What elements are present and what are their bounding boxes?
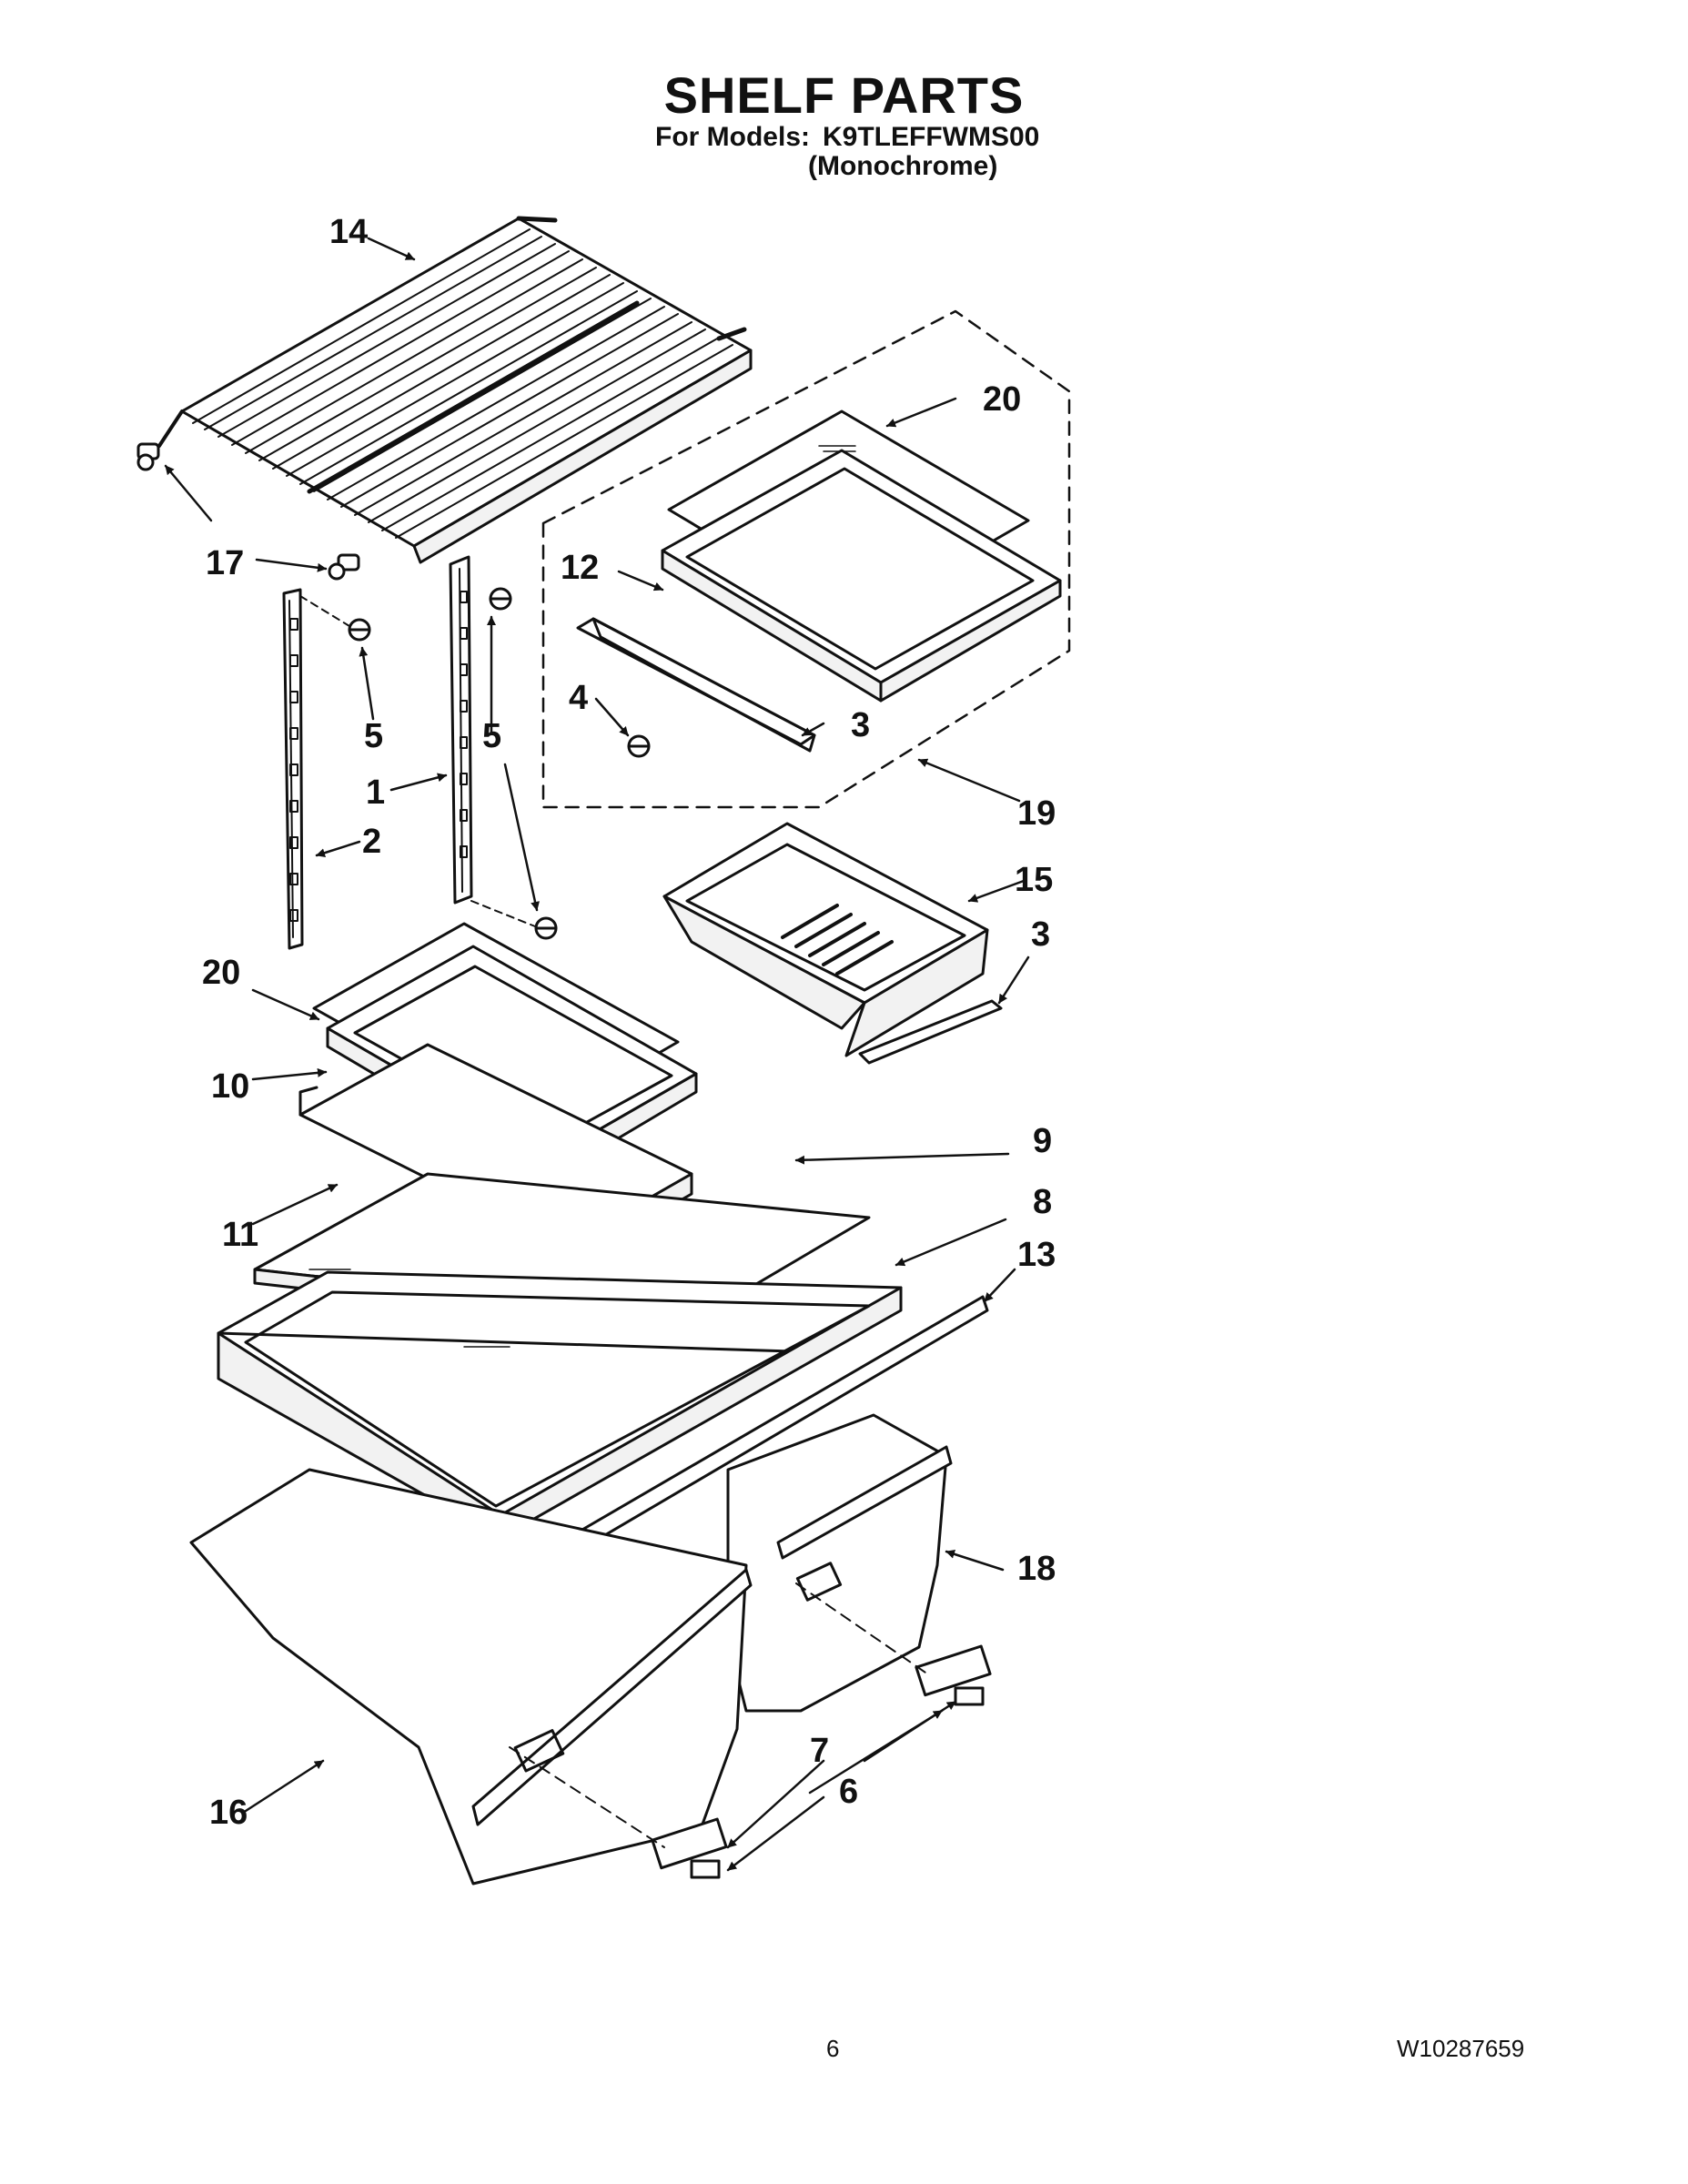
part-16-crisper-left (189, 1468, 753, 1886)
callout-12: 12 (561, 549, 600, 587)
callout-19: 19 (1017, 794, 1056, 833)
part-2-shelf-ladder (282, 588, 304, 950)
callout-2: 2 (362, 823, 382, 861)
callout-11: 11 (222, 1216, 259, 1254)
callout-13: 13 (1017, 1236, 1056, 1274)
part-1-shelf-ladder (449, 555, 473, 905)
callout-4: 4 (569, 679, 589, 717)
document-number: W10287659 (1397, 2035, 1525, 2062)
page-number: 6 (826, 2035, 840, 2062)
model-info: For Models: K9TLEFFWMS00 (Monochrome) (655, 122, 1039, 182)
callout-18: 18 (1017, 1550, 1056, 1588)
part-7-clip (651, 1644, 992, 1870)
part-8-crisper-cover (217, 1270, 903, 1540)
callout-20-lower: 20 (202, 954, 241, 992)
callout-5-left: 5 (364, 717, 384, 755)
guide-line (509, 1746, 665, 1848)
leader-arrows (164, 237, 1030, 1872)
model-number: K9TLEFFWMS00 (823, 122, 1040, 152)
part-6-clip (690, 1686, 985, 1879)
callout-5-right: 5 (482, 717, 502, 755)
callout-16: 16 (209, 1794, 248, 1832)
callout-9: 9 (1033, 1122, 1053, 1160)
callout-8: 8 (1033, 1183, 1053, 1221)
callout-14: 14 (329, 213, 369, 251)
callout-10: 10 (211, 1067, 250, 1106)
model-variant: (Monochrome) (808, 151, 998, 181)
guide-line (795, 1582, 929, 1675)
part-15-meat-pan (662, 822, 989, 1057)
page-title: SHELF PARTS (663, 66, 1025, 124)
part-4-screw (627, 734, 651, 758)
models-label: For Models: (655, 122, 810, 152)
callout-3-upper: 3 (851, 706, 871, 744)
part-17-end-cap (136, 442, 360, 581)
part-12-cover-frame (661, 449, 1062, 703)
callout-17: 17 (206, 544, 245, 582)
part-3-rail-upper (576, 617, 816, 753)
part-19-assembly-boundary (541, 309, 1071, 809)
part-14-wire-shelf (157, 216, 753, 564)
callout-1: 1 (366, 774, 386, 812)
callout-3-lower: 3 (1031, 915, 1051, 954)
part-18-crisper-right (726, 1413, 953, 1713)
callout-20-upper: 20 (983, 380, 1022, 419)
callout-6: 6 (839, 1773, 859, 1811)
part-5-screw (299, 587, 558, 940)
callout-7: 7 (810, 1732, 830, 1770)
callout-15: 15 (1015, 861, 1054, 899)
part-3-rail-lower (858, 999, 1003, 1065)
